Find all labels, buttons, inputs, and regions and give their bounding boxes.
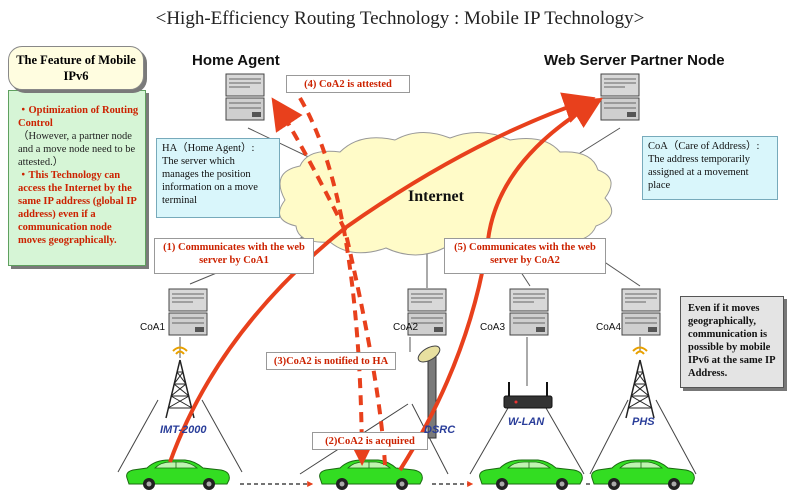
home-agent-label: Home Agent bbox=[192, 52, 280, 69]
step3-callout: (3)CoA2 is notified to HA bbox=[266, 352, 396, 370]
coa4-label: CoA4 bbox=[596, 322, 622, 333]
coa3-router-icon bbox=[509, 288, 549, 336]
internet-cloud bbox=[279, 132, 613, 256]
arrow-step3 bbox=[271, 97, 387, 466]
feature-point-2: ・This Technology can access the Internet… bbox=[18, 170, 137, 246]
coa1-router-icon bbox=[168, 288, 208, 336]
wlan-label: W-LAN bbox=[508, 416, 545, 428]
coa1-label: CoA1 bbox=[140, 322, 166, 333]
coa-info-title: CoA（Care of Address）: bbox=[648, 141, 760, 152]
coa-info-box: CoA（Care of Address）: The address tempor… bbox=[642, 136, 778, 200]
home-agent-server-icon bbox=[225, 73, 265, 121]
feature-panel: ・Optimization of Routing Control （Howeve… bbox=[8, 90, 146, 266]
feature-heading: The Feature of Mobile IPv6 bbox=[8, 46, 144, 90]
step5-callout: (5) Communicates with the web server by … bbox=[444, 238, 606, 274]
car-wlan-icon bbox=[479, 459, 583, 491]
car-dsrc-icon bbox=[319, 459, 423, 491]
step1-callout: (1) Communicates with the web server by … bbox=[154, 238, 314, 274]
imt2000-label: IMT-2000 bbox=[160, 424, 207, 436]
phs-label: PHS bbox=[632, 416, 655, 428]
web-server-label: Web Server Partner Node bbox=[544, 52, 725, 69]
coa4-router-icon bbox=[621, 288, 661, 336]
feature-point-1: ・Optimization of Routing Control bbox=[18, 105, 139, 129]
coa-info-body: The address temporarily assigned at a mo… bbox=[648, 154, 751, 191]
ha-info-box: HA（Home Agent）: The server which manages… bbox=[156, 138, 280, 218]
coa2-label: CoA2 bbox=[393, 322, 419, 333]
wlan-router-icon bbox=[503, 382, 553, 409]
web-server-icon bbox=[600, 73, 640, 121]
internet-label: Internet bbox=[408, 188, 464, 205]
phs-tower-icon bbox=[625, 346, 655, 419]
step4-callout: (4) CoA2 is attested bbox=[286, 75, 410, 93]
car-phs-icon bbox=[591, 459, 695, 491]
coverage-cones bbox=[117, 399, 697, 475]
ha-info-title: HA（Home Agent）: bbox=[162, 143, 255, 154]
feature-point-1-note: （However, a partner node and a move node… bbox=[18, 131, 136, 168]
step2-callout: (2)CoA2 is acquired bbox=[312, 432, 428, 450]
ha-info-body: The server which manages the position in… bbox=[162, 156, 258, 206]
car-imt2000-icon bbox=[126, 459, 230, 491]
imt2000-tower-icon bbox=[165, 346, 195, 419]
dsrc-label: DSRC bbox=[424, 424, 456, 436]
dsrc-antenna-icon bbox=[417, 345, 441, 439]
mobility-note-box: Even if it moves geographically, communi… bbox=[680, 296, 784, 388]
diagram-title: <High-Efficiency Routing Technology : Mo… bbox=[155, 8, 645, 29]
coa3-label: CoA3 bbox=[480, 322, 506, 333]
